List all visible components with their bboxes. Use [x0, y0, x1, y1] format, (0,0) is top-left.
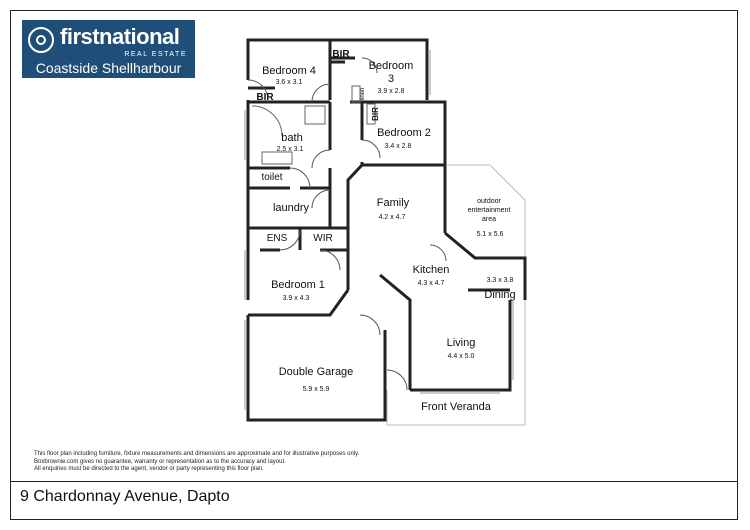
room-size-bedroom-2: 3.4 x 2.8 [385, 143, 412, 150]
outdoor-label-line1: outdoor [477, 198, 501, 205]
agency-logo: firstnational REAL ESTATE Coastside Shel… [22, 20, 195, 78]
room-size-family: 4.2 x 4.7 [379, 214, 406, 221]
office-name: Coastside Shellharbour [35, 60, 182, 76]
room-size-bedroom-3: 3.9 x 2.8 [378, 88, 405, 95]
bath-fixtures [251, 85, 376, 165]
logo-brand: firstnational [60, 24, 180, 49]
linen-label: linen [360, 88, 366, 101]
page-frame [10, 10, 738, 520]
room-size-bath: 2.5 x 3.1 [277, 146, 304, 153]
room-size-living: 4.4 x 5.0 [448, 353, 475, 360]
room-label-ens: ENS [267, 233, 288, 244]
room-label-bedroom-1: Bedroom 1 [271, 279, 325, 291]
room-size-kitchen: 4.3 x 4.7 [418, 280, 445, 287]
bir-vertical-label: BIR [371, 107, 380, 121]
room-size-bedroom-1: 3.9 x 4.3 [283, 295, 310, 302]
room-label-dining: Dining [484, 289, 515, 301]
room-label-bedroom-4: Bedroom 4 [262, 65, 316, 77]
disclaimer-line: All enquiries must be directed to the ag… [34, 466, 264, 472]
room-size-outdoor: 5.1 x 5.6 [477, 231, 504, 238]
logo-tagline: REAL ESTATE [124, 51, 187, 58]
logo-mark-icon [28, 27, 54, 53]
room-label-kitchen: Kitchen [413, 264, 450, 276]
outdoor-area-outline [447, 164, 526, 258]
room-label-wir: WIR [313, 233, 332, 244]
room-label-double-garage: Double Garage [279, 366, 354, 378]
disclaimer-line: This floor plan including furniture, fix… [34, 451, 360, 457]
room-label-laundry: laundry [273, 202, 310, 214]
room-label-bedroom-2: Bedroom 2 [377, 127, 431, 139]
room-label-toilet: toilet [261, 172, 282, 183]
outdoor-label-line2: entertainment [468, 207, 511, 214]
door-swings [247, 57, 447, 391]
room-label-bedroom-3-num: 3 [388, 73, 394, 85]
bir-left-label: BIR [256, 92, 274, 103]
disclaimer-line: Boxbrownie.com gives no guarantee, warra… [34, 458, 286, 465]
room-size-bedroom-4: 3.6 x 3.1 [276, 79, 303, 86]
room-label-family: Family [377, 197, 410, 209]
property-address: 9 Chardonnay Avenue, Dapto [20, 488, 230, 505]
room-size-dining: 3.3 x 3.8 [487, 277, 514, 284]
room-label-bedroom-3: Bedroom [369, 60, 414, 72]
room-label-bath: bath [281, 132, 302, 144]
footer-divider [10, 481, 738, 482]
room-size-double-garage: 5.9 x 5.9 [303, 386, 330, 393]
windows [244, 50, 514, 410]
room-label-living: Living [447, 337, 476, 349]
veranda-outline [386, 300, 526, 426]
disclaimer: This floor plan including furniture, fix… [34, 451, 359, 474]
outdoor-label-line3: area [482, 216, 496, 223]
room-label-front-veranda: Front Veranda [421, 401, 492, 413]
walls [246, 38, 527, 422]
bir-top-label: BIR [332, 49, 350, 60]
